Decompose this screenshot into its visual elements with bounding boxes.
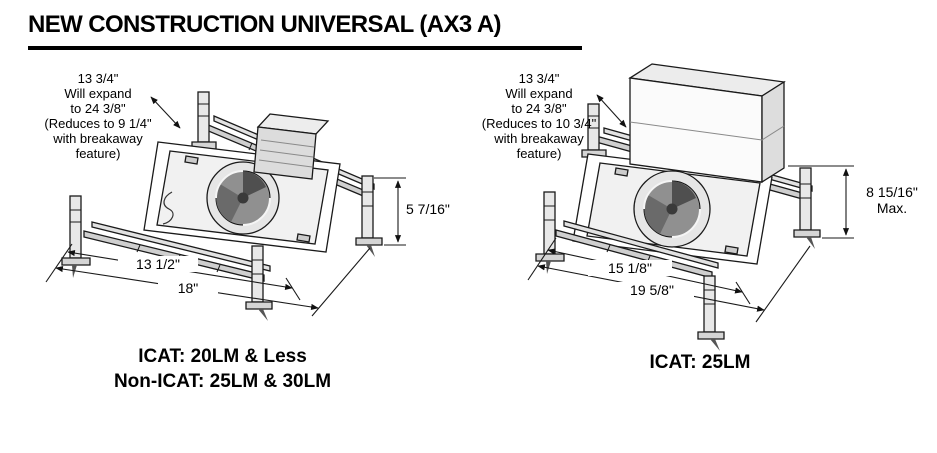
right-outer-width-dim-label: 19 5/8" [610,282,694,298]
right-right-mounting-bracket [793,167,821,249]
right-light-opening [633,170,711,248]
left-expand-note-line1: 13 3/4" [77,71,119,86]
left-expand-note-line5: with breakaway [53,131,143,146]
right-expand-note-line1: 13 3/4" [518,71,560,86]
right-fixture-drawing [527,63,854,351]
left-height-dimension [374,177,406,246]
left-right-mounting-bracket [355,175,383,257]
left-expansion-dimension [150,96,181,129]
page-title: NEW CONSTRUCTION UNIVERSAL (AX3 A) [28,11,502,38]
left-height-dim-label: 5 7/16" [406,201,450,217]
right-caption: ICAT: 25LM [595,350,805,375]
right-height-dim-label: 8 15/16" Max. [854,184,930,216]
left-light-opening [206,161,280,235]
right-expansion-dimension [596,94,627,128]
left-expand-note-line2: Will expand [64,86,132,101]
title-rule [28,46,582,50]
right-inner-width-dim-label: 15 1/8" [588,260,672,276]
left-expand-note-line3: to 24 3/8" [70,101,126,116]
left-caption: ICAT: 20LM & Less Non-ICAT: 25LM & 30LM [50,344,395,394]
left-caption-line1: ICAT: 20LM & Less [138,346,307,367]
left-junction-box [253,113,330,180]
right-expand-note-line3: to 24 3/8" [511,101,567,116]
left-expand-note: 13 3/4" Will expand to 24 3/8" (Reduces … [22,71,174,161]
right-plenum-housing [628,63,786,184]
left-wiring-coil [162,191,174,225]
left-caption-line2: Non-ICAT: 25LM & 30LM [113,371,332,392]
left-front-mounting-bracket [245,245,273,321]
left-expand-note-line4: (Reduces to 9 1/4" [44,116,152,131]
left-outer-width-dim-label: 18" [158,280,218,296]
right-height-dimension [788,165,854,239]
right-height-dim-value: 8 15/16" [866,184,918,200]
right-expand-note-line5: with breakaway [494,131,584,146]
right-caption-line1: ICAT: 25LM [649,352,751,373]
left-inner-width-dim-label: 13 1/2" [118,256,198,272]
left-expand-note-line6: feature) [75,146,121,161]
right-expand-note: 13 3/4" Will expand to 24 3/8" (Reduces … [460,71,618,161]
right-height-dim-note: Max. [876,200,908,216]
left-fixture-drawing [45,91,406,321]
right-expand-note-line6: feature) [516,146,562,161]
right-expand-note-line2: Will expand [505,86,573,101]
right-expand-note-line4: (Reduces to 10 3/4" [481,116,597,131]
